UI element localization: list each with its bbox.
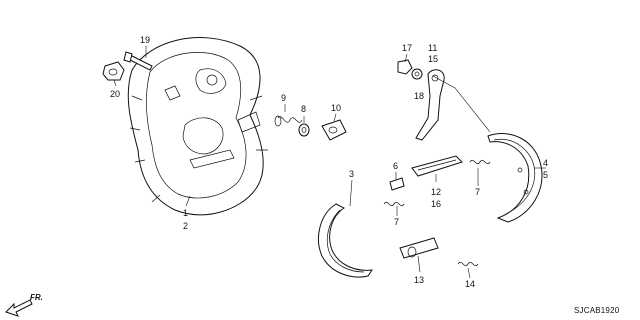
callout-10: 10 [331,103,341,113]
cap-10 [321,119,347,141]
diagram-code: SJCAB1920 [574,306,620,315]
callout-2: 2 [183,221,188,231]
callout-7-right: 7 [475,187,480,197]
callout-14: 14 [465,279,475,289]
spring-7-right [469,159,491,165]
nut-17 [397,59,413,75]
callout-18: 18 [414,91,424,101]
spring-14 [457,261,479,267]
lever-11-15 [415,69,445,141]
clip-6 [389,177,405,191]
callout-1: 1 [183,208,188,218]
callout-17: 17 [402,43,412,53]
spring-9 [274,115,303,127]
backing-plate [127,37,268,216]
callout-15: 15 [428,54,438,64]
callout-8: 8 [301,104,306,114]
strut-12-16 [411,155,463,177]
callout-20: 20 [110,89,120,99]
leader-lines [113,46,546,279]
front-direction-arrow: FR. [5,293,43,317]
washer-18 [411,68,423,80]
callout-16: 16 [431,199,441,209]
bolt-19 [123,51,153,71]
callout-11: 11 [428,43,437,53]
nut-20 [102,61,125,81]
callout-5: 5 [543,170,548,180]
adjuster-13 [399,237,439,259]
callout-12: 12 [431,187,441,197]
washer-8 [298,123,310,137]
callout-3: 3 [349,169,354,179]
callout-13: 13 [414,275,424,285]
brake-shoe-3 [318,203,374,278]
callout-4: 4 [543,158,548,168]
callout-19: 19 [140,35,150,45]
spring-7-left [383,201,405,207]
callout-9: 9 [281,93,286,103]
callouts: 19 20 1 2 9 8 10 17 11 15 18 4 5 3 6 12 … [110,35,548,289]
callout-7-left: 7 [394,217,399,227]
callout-6: 6 [393,161,398,171]
brake-shoe-4-5 [487,133,543,223]
front-arrow-label: FR. [30,293,43,302]
